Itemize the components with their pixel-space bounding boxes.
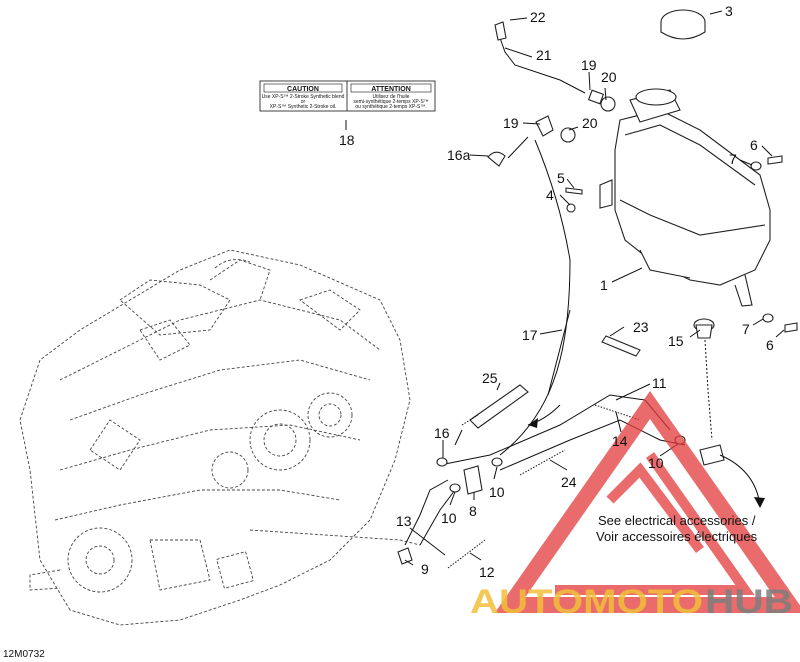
- callout-22: 22: [530, 9, 546, 25]
- tank-cap: [660, 9, 706, 40]
- vent-hose: [494, 21, 586, 94]
- callout-4: 4: [546, 187, 554, 203]
- watermark-part-2: HUB: [705, 583, 793, 621]
- callout-11: 11: [652, 375, 667, 391]
- attention-line-3: ou synthétique 2-temps XP-S™.: [355, 104, 426, 110]
- attention-line-1: Utilisez de l'huile: [372, 94, 409, 100]
- attention-line-2: semi-synthétique 2-temps XP-S™: [353, 99, 428, 105]
- oil-tank: [599, 88, 771, 307]
- callout-14: 14: [612, 433, 628, 449]
- callout-10-mid: 10: [489, 484, 505, 500]
- callout-23: 23: [633, 319, 649, 335]
- callout-19-top: 19: [581, 57, 597, 73]
- attention-heading: ATTENTION: [371, 86, 411, 93]
- callout-16a: 16a: [447, 147, 471, 163]
- callout-1: 1: [600, 277, 608, 293]
- callout-24: 24: [561, 474, 577, 490]
- callout-8: 8: [469, 503, 477, 519]
- callout-16: 16: [434, 425, 450, 441]
- caution-line-1: Use XP-S™ 2-Stroke Synthetic blend: [262, 94, 345, 100]
- electrical-accessories-note: See electrical accessories / Voir access…: [596, 513, 758, 544]
- caution-heading: CAUTION: [287, 86, 319, 93]
- callout-6-top: 6: [750, 137, 758, 153]
- callout-20-top: 20: [601, 69, 617, 85]
- direction-arrows: [527, 404, 765, 508]
- callout-7-top: 7: [729, 151, 737, 167]
- callout-21: 21: [536, 47, 552, 63]
- callout-12: 12: [479, 564, 495, 580]
- small-components: [397, 335, 725, 565]
- callout-15: 15: [668, 333, 684, 349]
- figure-code: 12M0732: [3, 649, 45, 660]
- callout-13: 13: [396, 513, 412, 529]
- callout-19: 19: [503, 115, 519, 131]
- note-line-1: See electrical accessories /: [598, 513, 756, 528]
- engine-illustration: [19, 249, 421, 626]
- callout-20: 20: [582, 115, 598, 131]
- watermark-logo: [494, 391, 800, 613]
- callout-10-right: 10: [648, 455, 664, 471]
- warning-decal: CAUTION Use XP-S™ 2-Stroke Synthetic ble…: [259, 80, 436, 112]
- caution-line-2: or: [301, 99, 306, 105]
- caution-line-3: XP-S™ Synthetic 2-Stroke oil.: [270, 104, 337, 110]
- callout-17: 17: [522, 327, 538, 343]
- callout-7: 7: [742, 321, 750, 337]
- note-line-2: Voir accessoires électriques: [596, 529, 758, 544]
- watermark-part-1: AUTOMOTO: [470, 583, 703, 621]
- callout-9: 9: [421, 561, 429, 577]
- callout-18: 18: [339, 132, 355, 148]
- watermark-text: AUTOMOTO HUB: [470, 583, 793, 621]
- callout-10-left: 10: [441, 510, 457, 526]
- callout-6: 6: [766, 337, 774, 353]
- callout-5: 5: [557, 170, 565, 186]
- callout-3: 3: [725, 3, 733, 19]
- callout-25: 25: [482, 370, 498, 386]
- callout-numbers: 22 3 21 19 20 19 20 16a 18 5 4 6 7 1 23 …: [339, 3, 774, 580]
- tank-fittings: [487, 89, 798, 339]
